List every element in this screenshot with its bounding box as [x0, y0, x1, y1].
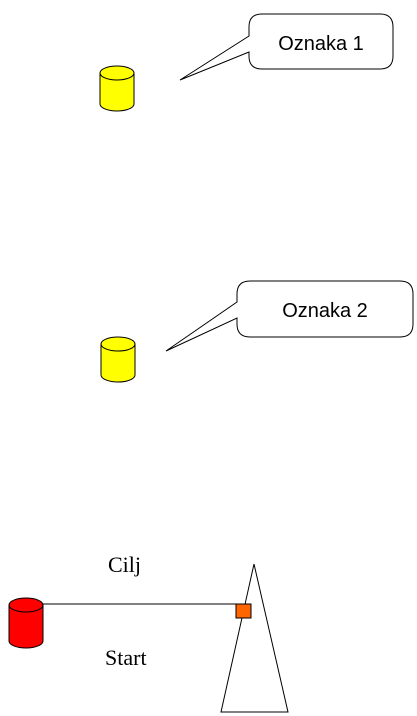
marker-2-label: Oznaka 2: [282, 300, 368, 322]
committee-boat: [220, 563, 289, 713]
start-cone-top: [8, 597, 44, 613]
finish-label: Cilj: [108, 552, 141, 577]
marker-2-cone: [100, 336, 136, 383]
start-label: Start: [105, 645, 147, 670]
marker-1-cone: [99, 65, 135, 112]
marker-1-cone-body: [99, 72, 135, 112]
marker-1-label: Oznaka 1: [278, 33, 364, 55]
start-cone: [8, 597, 44, 649]
flag-icon: [235, 603, 252, 619]
marker-1-cone-top: [99, 65, 135, 81]
marker-1-callout: Oznaka 1: [179, 13, 394, 81]
start-cone-body: [8, 604, 44, 649]
marker-2-cone-top: [100, 336, 136, 352]
marker-2-cone-body: [100, 343, 136, 383]
marker-2-callout: Oznaka 2: [165, 280, 414, 352]
